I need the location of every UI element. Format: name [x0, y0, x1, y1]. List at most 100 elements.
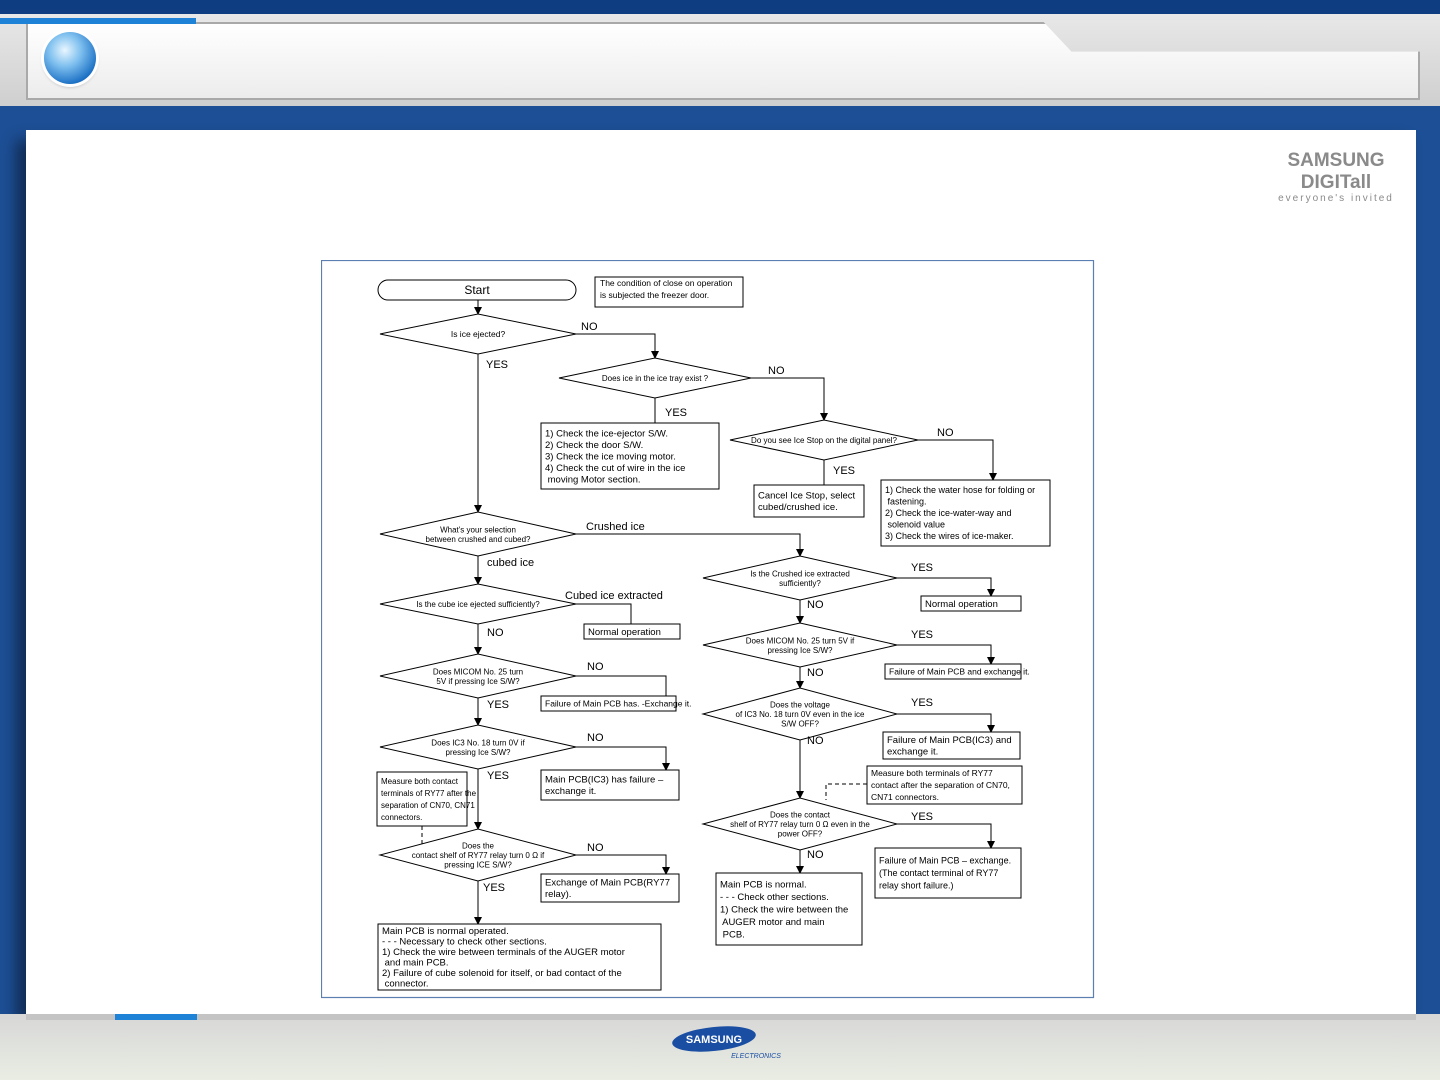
decision-selection-line: between crushed and cubed?	[426, 535, 532, 544]
box-line: Failure of Main PCB – exchange.	[879, 856, 1011, 866]
branch-label-no: NO	[807, 735, 824, 747]
box-line: 1) Check the wire between the	[720, 904, 848, 915]
box-line: connectors.	[381, 813, 422, 822]
branch-label-yes: YES	[487, 770, 509, 782]
box-line: and main PCB.	[382, 958, 449, 969]
decision-shape	[729, 419, 919, 461]
decision-crushed_sufficient-line: sufficiently?	[779, 579, 821, 588]
box-line: - - - Check other sections.	[720, 892, 829, 903]
branch-label-crushed_ice: Crushed ice	[586, 521, 645, 533]
branch-label-no: NO	[581, 321, 598, 333]
process-box	[874, 847, 1022, 899]
box-line: cubed/crushed ice.	[758, 502, 838, 513]
process-box	[540, 769, 680, 801]
box-line: Measure both terminals of RY77	[871, 768, 993, 778]
samsung-electronics-logo: SAMSUNG ELECTRONICS	[672, 1026, 781, 1060]
branch-label-yes: YES	[487, 699, 509, 711]
box-line: fastening.	[885, 497, 927, 507]
box-check_water: 1) Check the water hose for folding or f…	[880, 479, 1051, 547]
box-fail_main_left: Failure of Main PCB has. -Exchange it.	[540, 695, 691, 712]
decision-contact_left-line: pressing ICE S/W?	[444, 861, 512, 870]
box-line: 4) Check the cut of wire in the ice	[545, 463, 685, 474]
box-line: 2) Failure of cube solenoid for itself, …	[382, 968, 622, 979]
box-line: 3) Check the wires of ice-maker.	[885, 531, 1014, 541]
box-line: solenoid value	[885, 520, 945, 530]
branch-label-yes: YES	[486, 359, 508, 371]
decision-ice_ejected-line: Is ice ejected?	[451, 329, 506, 339]
note-box	[594, 276, 744, 308]
branch-label-no: NO	[487, 627, 504, 639]
box-normal_right-text: Normal operation	[925, 599, 998, 610]
decision-shape	[379, 724, 577, 770]
box-line: relay short failure.)	[879, 881, 954, 891]
branch-label-yes: YES	[911, 811, 933, 823]
box-line: 2) Check the door S/W.	[545, 440, 643, 451]
box-line: exchange it.	[545, 786, 596, 797]
process-box	[920, 595, 1022, 612]
process-box	[376, 771, 468, 827]
branch-label-cubed_ice: cubed ice	[487, 557, 534, 569]
connector	[897, 713, 995, 733]
branch-label-yes: YES	[483, 882, 505, 894]
box-fail_main_left-text: Failure of Main PCB has. -Exchange it.	[545, 698, 691, 708]
box-line: Failure of Main PCB and exchange it.	[889, 666, 1030, 676]
footer-accent-bar	[115, 1014, 197, 1020]
process-box	[540, 422, 720, 490]
box-line: Normal operation	[925, 599, 998, 610]
decision-ice_ejected: Is ice ejected?	[379, 313, 577, 355]
box-normal_left-text: Normal operation	[588, 627, 661, 638]
decision-shape	[379, 313, 577, 355]
branch-label-no: NO	[768, 365, 785, 377]
box-line: exchange it.	[887, 747, 938, 758]
box-line: - - - Necessary to check other sections.	[382, 937, 547, 948]
box-line: 1) Check the water hose for folding or	[885, 485, 1035, 495]
branch-label-no: NO	[807, 599, 824, 611]
decision-ic3_left-line: pressing Ice S/W?	[446, 748, 511, 757]
branch-label-yes: YES	[911, 629, 933, 641]
troubleshooting-flowchart: Start The condition of close on operation…	[321, 260, 1095, 999]
box-line: (The contact terminal of RY77	[879, 868, 998, 878]
box-line: 2) Check the ice-water-way and	[885, 508, 1012, 518]
connector-lines	[421, 300, 997, 925]
decision-micom_right-line: Does MICOM No. 25 turn 5V if	[746, 636, 855, 645]
decision-voltage_ic3-line: S/W OFF?	[781, 720, 819, 729]
decision-contact_right-line: shelf of RY77 relay turn 0 Ω even in the	[730, 820, 870, 829]
box-line: 3) Check the ice moving motor.	[545, 451, 676, 462]
box-check_ejector: 1) Check the ice-ejector S/W.2) Check th…	[540, 422, 720, 490]
decision-ice_stop-text: Do you see Ice Stop on the digital panel…	[751, 436, 897, 445]
start-label: Start	[464, 283, 490, 297]
box-normal_right: Normal operation	[920, 595, 1022, 612]
note-condition-line: is subjected the freezer door.	[600, 290, 709, 300]
connector	[897, 644, 995, 665]
connector	[897, 577, 995, 597]
decision-voltage_ic3-line: Does the voltage	[770, 701, 831, 710]
branch-label-no: NO	[807, 667, 824, 679]
decision-micom_right-line: pressing Ice S/W?	[768, 646, 833, 655]
box-line: CN71 connectors.	[871, 792, 939, 802]
bullet-orb-icon	[44, 32, 96, 84]
box-line: Failure of Main PCB(IC3) and	[887, 735, 1012, 746]
box-line: 1) Check the ice-ejector S/W.	[545, 428, 668, 439]
decision-contact_right-line: power OFF?	[778, 830, 823, 839]
decision-shape	[701, 687, 899, 741]
branch-label-yes: YES	[911, 562, 933, 574]
connector	[751, 377, 828, 421]
box-line: Normal operation	[588, 627, 661, 638]
box-line: Exchange of Main PCB(RY77	[545, 878, 670, 889]
decision-cube_sufficient-line: Is the cube ice ejected sufficiently?	[416, 600, 540, 609]
branch-label-no: NO	[807, 849, 824, 861]
